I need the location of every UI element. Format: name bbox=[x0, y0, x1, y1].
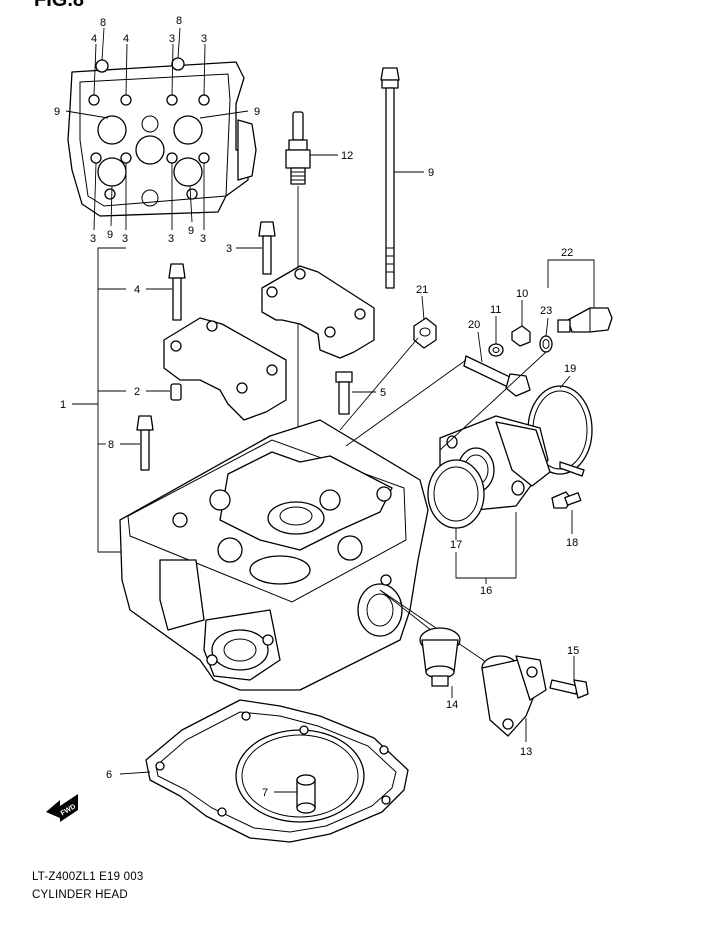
callout-2: 2 bbox=[134, 386, 140, 398]
thermostat-case-13 bbox=[481, 655, 547, 737]
callout-15: 15 bbox=[567, 645, 579, 657]
bolt-20 bbox=[463, 355, 531, 397]
callout-3: 3 bbox=[226, 243, 232, 255]
thermostat-14 bbox=[419, 627, 461, 687]
bolt-4 bbox=[168, 263, 186, 321]
temperature-sensor-22 bbox=[557, 307, 613, 333]
camshaft-cap-right bbox=[261, 265, 375, 359]
callout-13: 13 bbox=[520, 746, 532, 758]
washer-11 bbox=[488, 343, 504, 357]
o-ring-23 bbox=[539, 335, 553, 353]
forward-arrow-icon: FWD bbox=[46, 794, 78, 822]
dowel-pin-2 bbox=[170, 383, 182, 401]
head-top-view-inset bbox=[67, 57, 257, 217]
callout-1: 1 bbox=[60, 399, 66, 411]
long-stud-bolt bbox=[380, 67, 400, 289]
callout-8: 8 bbox=[108, 439, 114, 451]
cylinder-head-body bbox=[119, 419, 429, 691]
callout-22: 22 bbox=[561, 247, 573, 259]
nut-21 bbox=[413, 317, 437, 349]
callout-9: 9 bbox=[188, 225, 194, 237]
callout-8: 8 bbox=[176, 15, 182, 27]
diagram-title: CYLINDER HEAD bbox=[32, 889, 128, 901]
plug-10 bbox=[511, 325, 531, 347]
camshaft-cap-left bbox=[163, 317, 287, 421]
diagram-code: LT-Z400ZL1 E19 003 bbox=[32, 871, 143, 883]
callout-5: 5 bbox=[380, 387, 386, 399]
callout-4: 4 bbox=[91, 33, 97, 45]
stud-5 bbox=[335, 371, 353, 415]
callout-9: 9 bbox=[254, 106, 260, 118]
bolt-3 bbox=[258, 221, 276, 275]
callout-3: 3 bbox=[201, 33, 207, 45]
callout-9: 9 bbox=[428, 167, 434, 179]
group-16-bracket bbox=[455, 512, 517, 584]
callout-8: 8 bbox=[100, 17, 106, 29]
head-gasket-6 bbox=[145, 699, 409, 843]
callout-16: 16 bbox=[480, 585, 492, 597]
head-top-bores bbox=[97, 115, 203, 207]
head-top-bolt-holes bbox=[88, 94, 210, 200]
bolt-8 bbox=[136, 415, 154, 471]
callout-9: 9 bbox=[107, 229, 113, 241]
callout-12: 12 bbox=[341, 150, 353, 162]
assembly-leaders bbox=[339, 337, 547, 663]
callout-3: 3 bbox=[122, 233, 128, 245]
gasket-17 bbox=[427, 459, 485, 529]
dowel-pin-7 bbox=[296, 774, 316, 814]
callout-7: 7 bbox=[262, 787, 268, 799]
figure-label: FIG.8 bbox=[34, 0, 84, 11]
callout-3: 3 bbox=[169, 33, 175, 45]
spark-plug bbox=[285, 111, 311, 185]
callout-21: 21 bbox=[416, 284, 428, 296]
callout-4: 4 bbox=[134, 284, 140, 296]
callout-20: 20 bbox=[468, 319, 480, 331]
top-inset-leaders bbox=[65, 27, 249, 231]
callout-3: 3 bbox=[200, 233, 206, 245]
callout-23: 23 bbox=[540, 305, 552, 317]
callout-11: 11 bbox=[490, 304, 501, 316]
callout-6: 6 bbox=[106, 769, 112, 781]
bolt-15 bbox=[549, 679, 589, 699]
callout-18: 18 bbox=[566, 537, 578, 549]
callout-9: 9 bbox=[54, 106, 60, 118]
callout-19: 19 bbox=[564, 363, 576, 375]
bolt-18 bbox=[551, 491, 582, 509]
group-1-bracket bbox=[72, 247, 126, 553]
callout-17: 17 bbox=[450, 539, 462, 551]
callout-10: 10 bbox=[516, 288, 528, 300]
callout-14: 14 bbox=[446, 699, 458, 711]
callout-3: 3 bbox=[168, 233, 174, 245]
callout-3: 3 bbox=[90, 233, 96, 245]
callout-4: 4 bbox=[123, 33, 129, 45]
